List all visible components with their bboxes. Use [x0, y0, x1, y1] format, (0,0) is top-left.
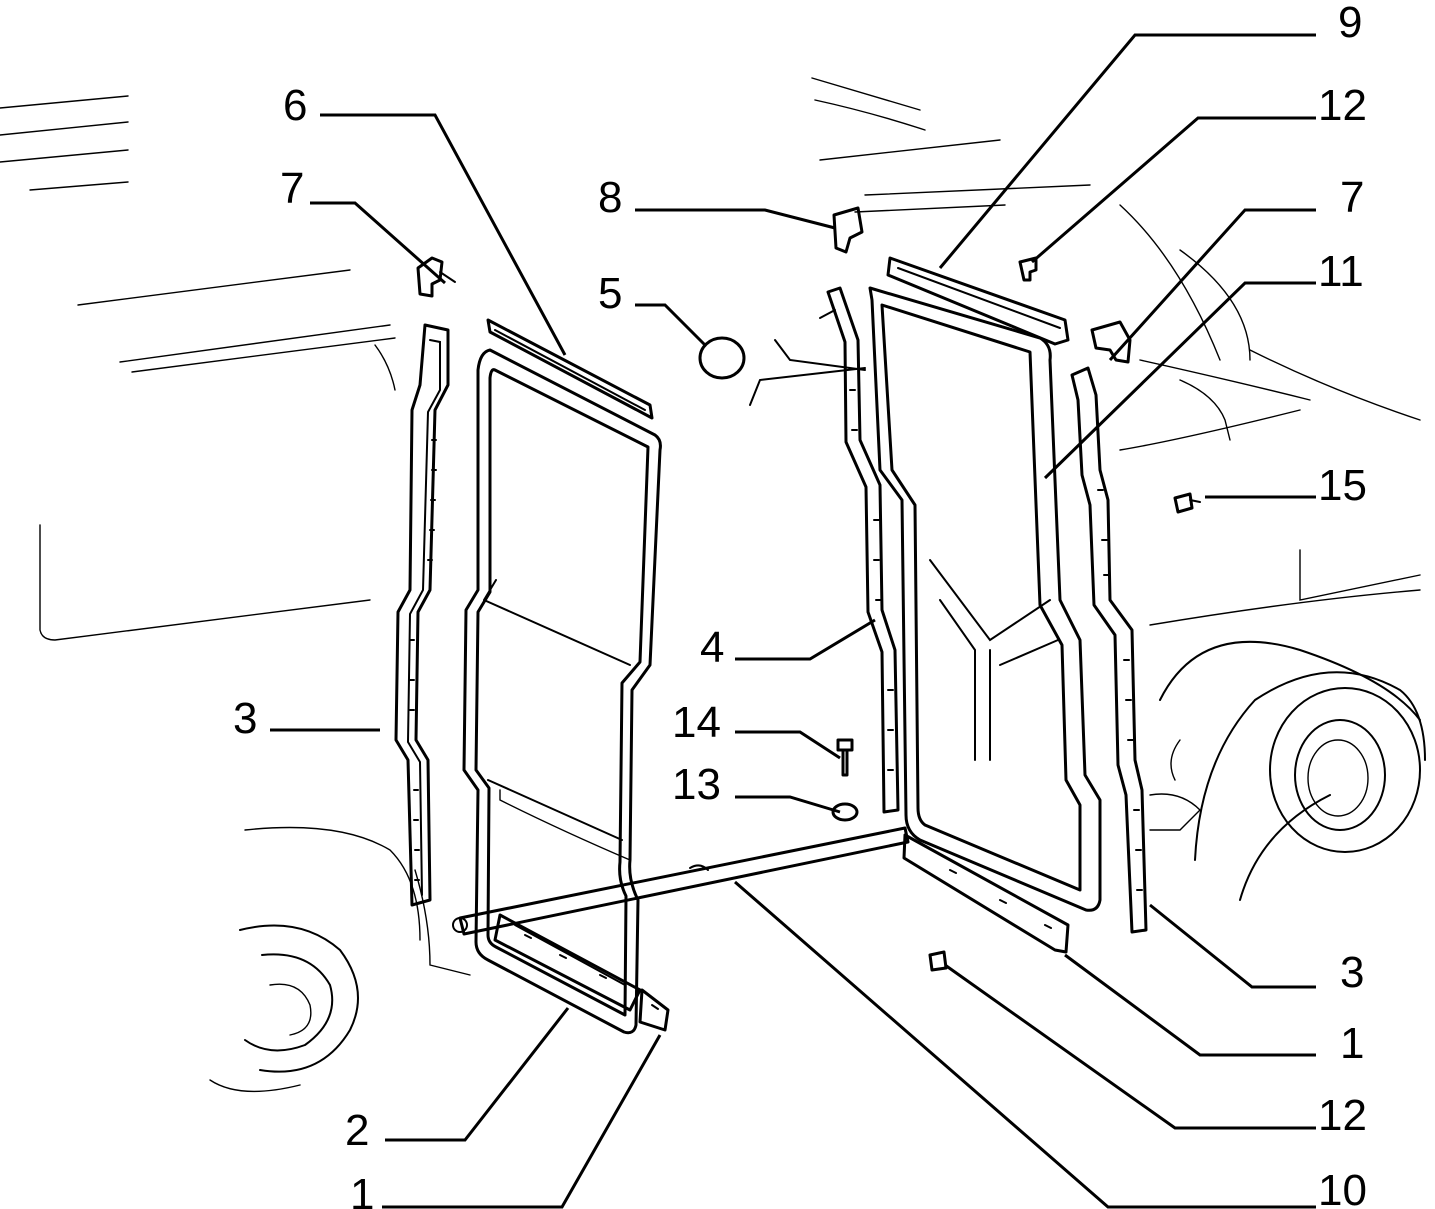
- right-door-frame-part-11: [868, 286, 1102, 912]
- callout-10: 10: [1318, 1166, 1367, 1209]
- right-top-seal-part-9: [886, 256, 1070, 346]
- right-pillar-seal-part-4: [819, 286, 900, 814]
- clip-part-7-right: [1090, 320, 1132, 364]
- left-door-frame: [462, 348, 662, 1035]
- screw-part-12-bottom: [928, 950, 948, 972]
- van-body-outline: [0, 77, 1426, 1093]
- left-clip-part-7: [416, 256, 456, 298]
- left-top-seal-part-6: [486, 318, 654, 420]
- callout-1: 1: [350, 1170, 374, 1209]
- right-sill-part-1: [902, 833, 1070, 954]
- callout-7: 7: [1340, 173, 1364, 222]
- callout-5: 5: [598, 269, 622, 318]
- callout-15: 15: [1318, 461, 1367, 510]
- left-sill-part-2: [493, 913, 642, 1012]
- callout-8: 8: [598, 173, 622, 222]
- screw-part-15: [1173, 492, 1201, 514]
- callout-13: 13: [672, 760, 721, 809]
- callout-12: 12: [1318, 81, 1367, 130]
- callout-3: 3: [1340, 948, 1364, 997]
- washer-part-13: [831, 802, 859, 822]
- callout-14: 14: [672, 698, 721, 747]
- leader-lines: [270, 33, 1316, 1209]
- callout-7: 7: [280, 164, 304, 213]
- cap-part-5: [698, 336, 746, 380]
- left-pillar-seal-part-3: [394, 323, 450, 907]
- callout-1: 1: [1340, 1019, 1364, 1068]
- screw-part-14: [836, 738, 854, 777]
- right-pillar-seal-part-3: [1070, 366, 1148, 934]
- clip-part-8: [832, 206, 864, 254]
- callout-12: 12: [1318, 1091, 1367, 1140]
- callout-2: 2: [345, 1106, 369, 1155]
- callout-9: 9: [1338, 0, 1362, 47]
- callout-11: 11: [1318, 247, 1364, 296]
- lower-crossbar-part-10: [452, 826, 910, 936]
- cable-part: [749, 339, 866, 406]
- callout-4: 4: [700, 623, 724, 672]
- callout-3: 3: [233, 694, 257, 743]
- callout-6: 6: [283, 81, 307, 130]
- left-sill-part-1: [638, 988, 670, 1032]
- callout-labels: 6 7 3 2 1 8 5 4 14 13 9 12 7 11 15 3 1 1…: [233, 0, 1367, 1209]
